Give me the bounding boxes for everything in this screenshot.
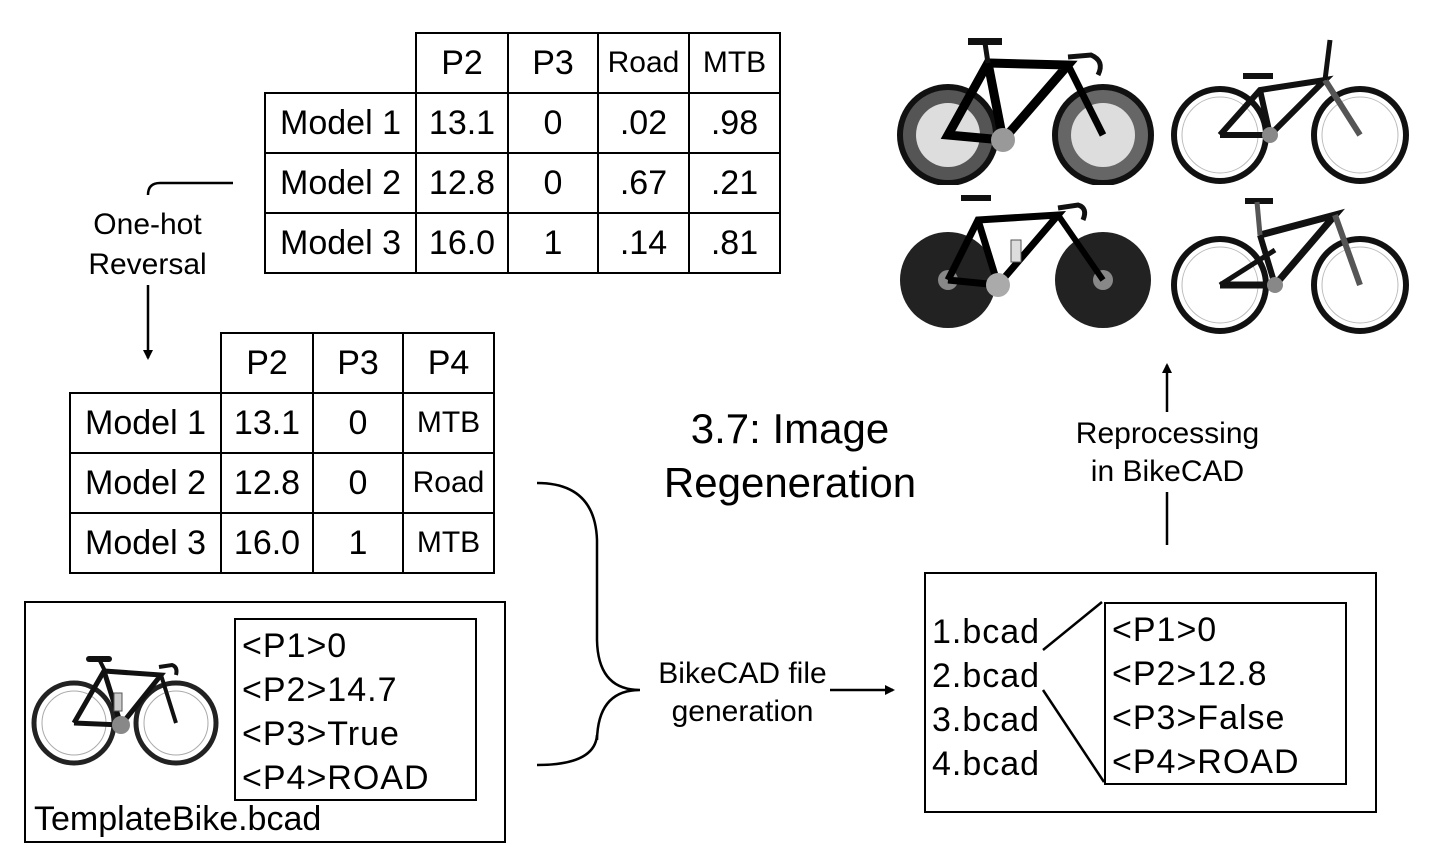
code-line: <P3>True [242, 715, 400, 753]
step-title-line2: Regeneration [663, 459, 917, 506]
table-cell: MTB [402, 392, 495, 454]
disc-wheel-road-bike-icon [900, 195, 1151, 328]
row-label: Model 3 [264, 212, 417, 274]
row-label: Model 2 [69, 452, 222, 514]
table-cell: 1 [312, 512, 404, 574]
row-label: Model 1 [264, 92, 417, 154]
table-cell: 13.1 [220, 392, 314, 454]
middle-table: P2 P3 P4 Model 1 13.1 0 MTB Model 2 12.8… [69, 332, 495, 574]
code-line: <P1>0 [1112, 611, 1218, 649]
top-table: P2 P3 Road MTB Model 1 13.1 0 .02 .98 Mo… [264, 32, 781, 274]
step-title-line1: 3.7: Image [690, 405, 890, 452]
table-cell: 0 [507, 152, 599, 214]
table-header: Road [597, 32, 690, 94]
table-cell: 16.0 [220, 512, 314, 574]
row-label: Model 1 [69, 392, 222, 454]
table-header: MTB [688, 32, 781, 94]
table-row: Model 1 13.1 0 .02 .98 [264, 92, 781, 154]
table-header: P3 [312, 332, 404, 394]
table-cell: .21 [688, 152, 781, 214]
table-header: P4 [402, 332, 495, 394]
table-corner [70, 333, 222, 394]
table-cell: 0 [312, 392, 404, 454]
table-cell: .98 [688, 92, 781, 154]
road-bike-icon [31, 656, 219, 766]
generation-line1: BikeCAD file [658, 657, 827, 690]
table-cell: .02 [597, 92, 690, 154]
table-cell: 0 [312, 452, 404, 514]
reprocessing-line2: in BikeCAD [1090, 455, 1245, 488]
output-files-box: 1.bcad 2.bcad 3.bcad 4.bcad <P1>0 <P2>12… [924, 572, 1377, 813]
template-bike-box: <P1>0 <P2>14.7 <P3>True <P4>ROAD Templat… [24, 601, 506, 843]
table-row: Model 3 16.0 1 .14 .81 [264, 212, 781, 274]
generation-label: BikeCAD file generation [650, 655, 835, 731]
onehot-line1: One-hot [93, 208, 202, 241]
table-cell: .81 [688, 212, 781, 274]
full-suspension-mtb-icon [1171, 198, 1409, 334]
aero-road-bike-icon [897, 38, 1154, 185]
file-item: 3.bcad [932, 701, 1041, 739]
code-line: <P4>ROAD [242, 759, 430, 797]
table-header: P2 [220, 332, 314, 394]
reprocessing-line1: Reprocessing [1075, 417, 1260, 450]
code-line: <P2>14.7 [242, 671, 398, 709]
table-row: Model 2 12.8 0 .67 .21 [264, 152, 781, 214]
code-line: <P3>False [1112, 699, 1286, 737]
reprocessing-label: Reprocessing in BikeCAD [1060, 415, 1275, 491]
table-cell: .67 [597, 152, 690, 214]
file-item: 1.bcad [932, 613, 1041, 651]
table-header: P3 [507, 32, 599, 94]
code-line: <P1>0 [242, 627, 348, 665]
table-cell: 16.0 [415, 212, 509, 274]
file-item: 2.bcad [932, 657, 1041, 695]
onehot-reversal-label: One-hot Reversal [70, 205, 225, 285]
generation-line2: generation [671, 695, 814, 728]
template-code-box: <P1>0 <P2>14.7 <P3>True <P4>ROAD [234, 618, 477, 801]
row-label: Model 3 [69, 512, 222, 574]
table-row: Model 3 16.0 1 MTB [69, 512, 495, 574]
file-item: 4.bcad [932, 745, 1041, 783]
onehot-line2: Reversal [88, 248, 207, 281]
table-corner [265, 33, 417, 94]
hardtail-mtb-icon [1171, 39, 1409, 184]
table-cell: 12.8 [415, 152, 509, 214]
table-cell: MTB [402, 512, 495, 574]
code-line: <P4>ROAD [1112, 743, 1300, 781]
table-row: Model 2 12.8 0 Road [69, 452, 495, 514]
code-line: <P2>12.8 [1112, 655, 1268, 693]
table-cell: 13.1 [415, 92, 509, 154]
step-title: 3.7: Image Regeneration [640, 402, 940, 510]
brace-connector [536, 481, 641, 767]
output-code-box: <P1>0 <P2>12.8 <P3>False <P4>ROAD [1104, 602, 1347, 785]
row-label: Model 2 [264, 152, 417, 214]
onehot-connector [146, 181, 233, 196]
table-cell: 12.8 [220, 452, 314, 514]
table-cell: 0 [507, 92, 599, 154]
table-cell: .14 [597, 212, 690, 274]
table-cell: 1 [507, 212, 599, 274]
template-filename: TemplateBike.bcad [34, 800, 322, 838]
table-header: P2 [415, 32, 509, 94]
file-list: 1.bcad 2.bcad 3.bcad 4.bcad [932, 610, 1040, 786]
table-row: Model 1 13.1 0 MTB [69, 392, 495, 454]
table-cell: Road [402, 452, 495, 514]
